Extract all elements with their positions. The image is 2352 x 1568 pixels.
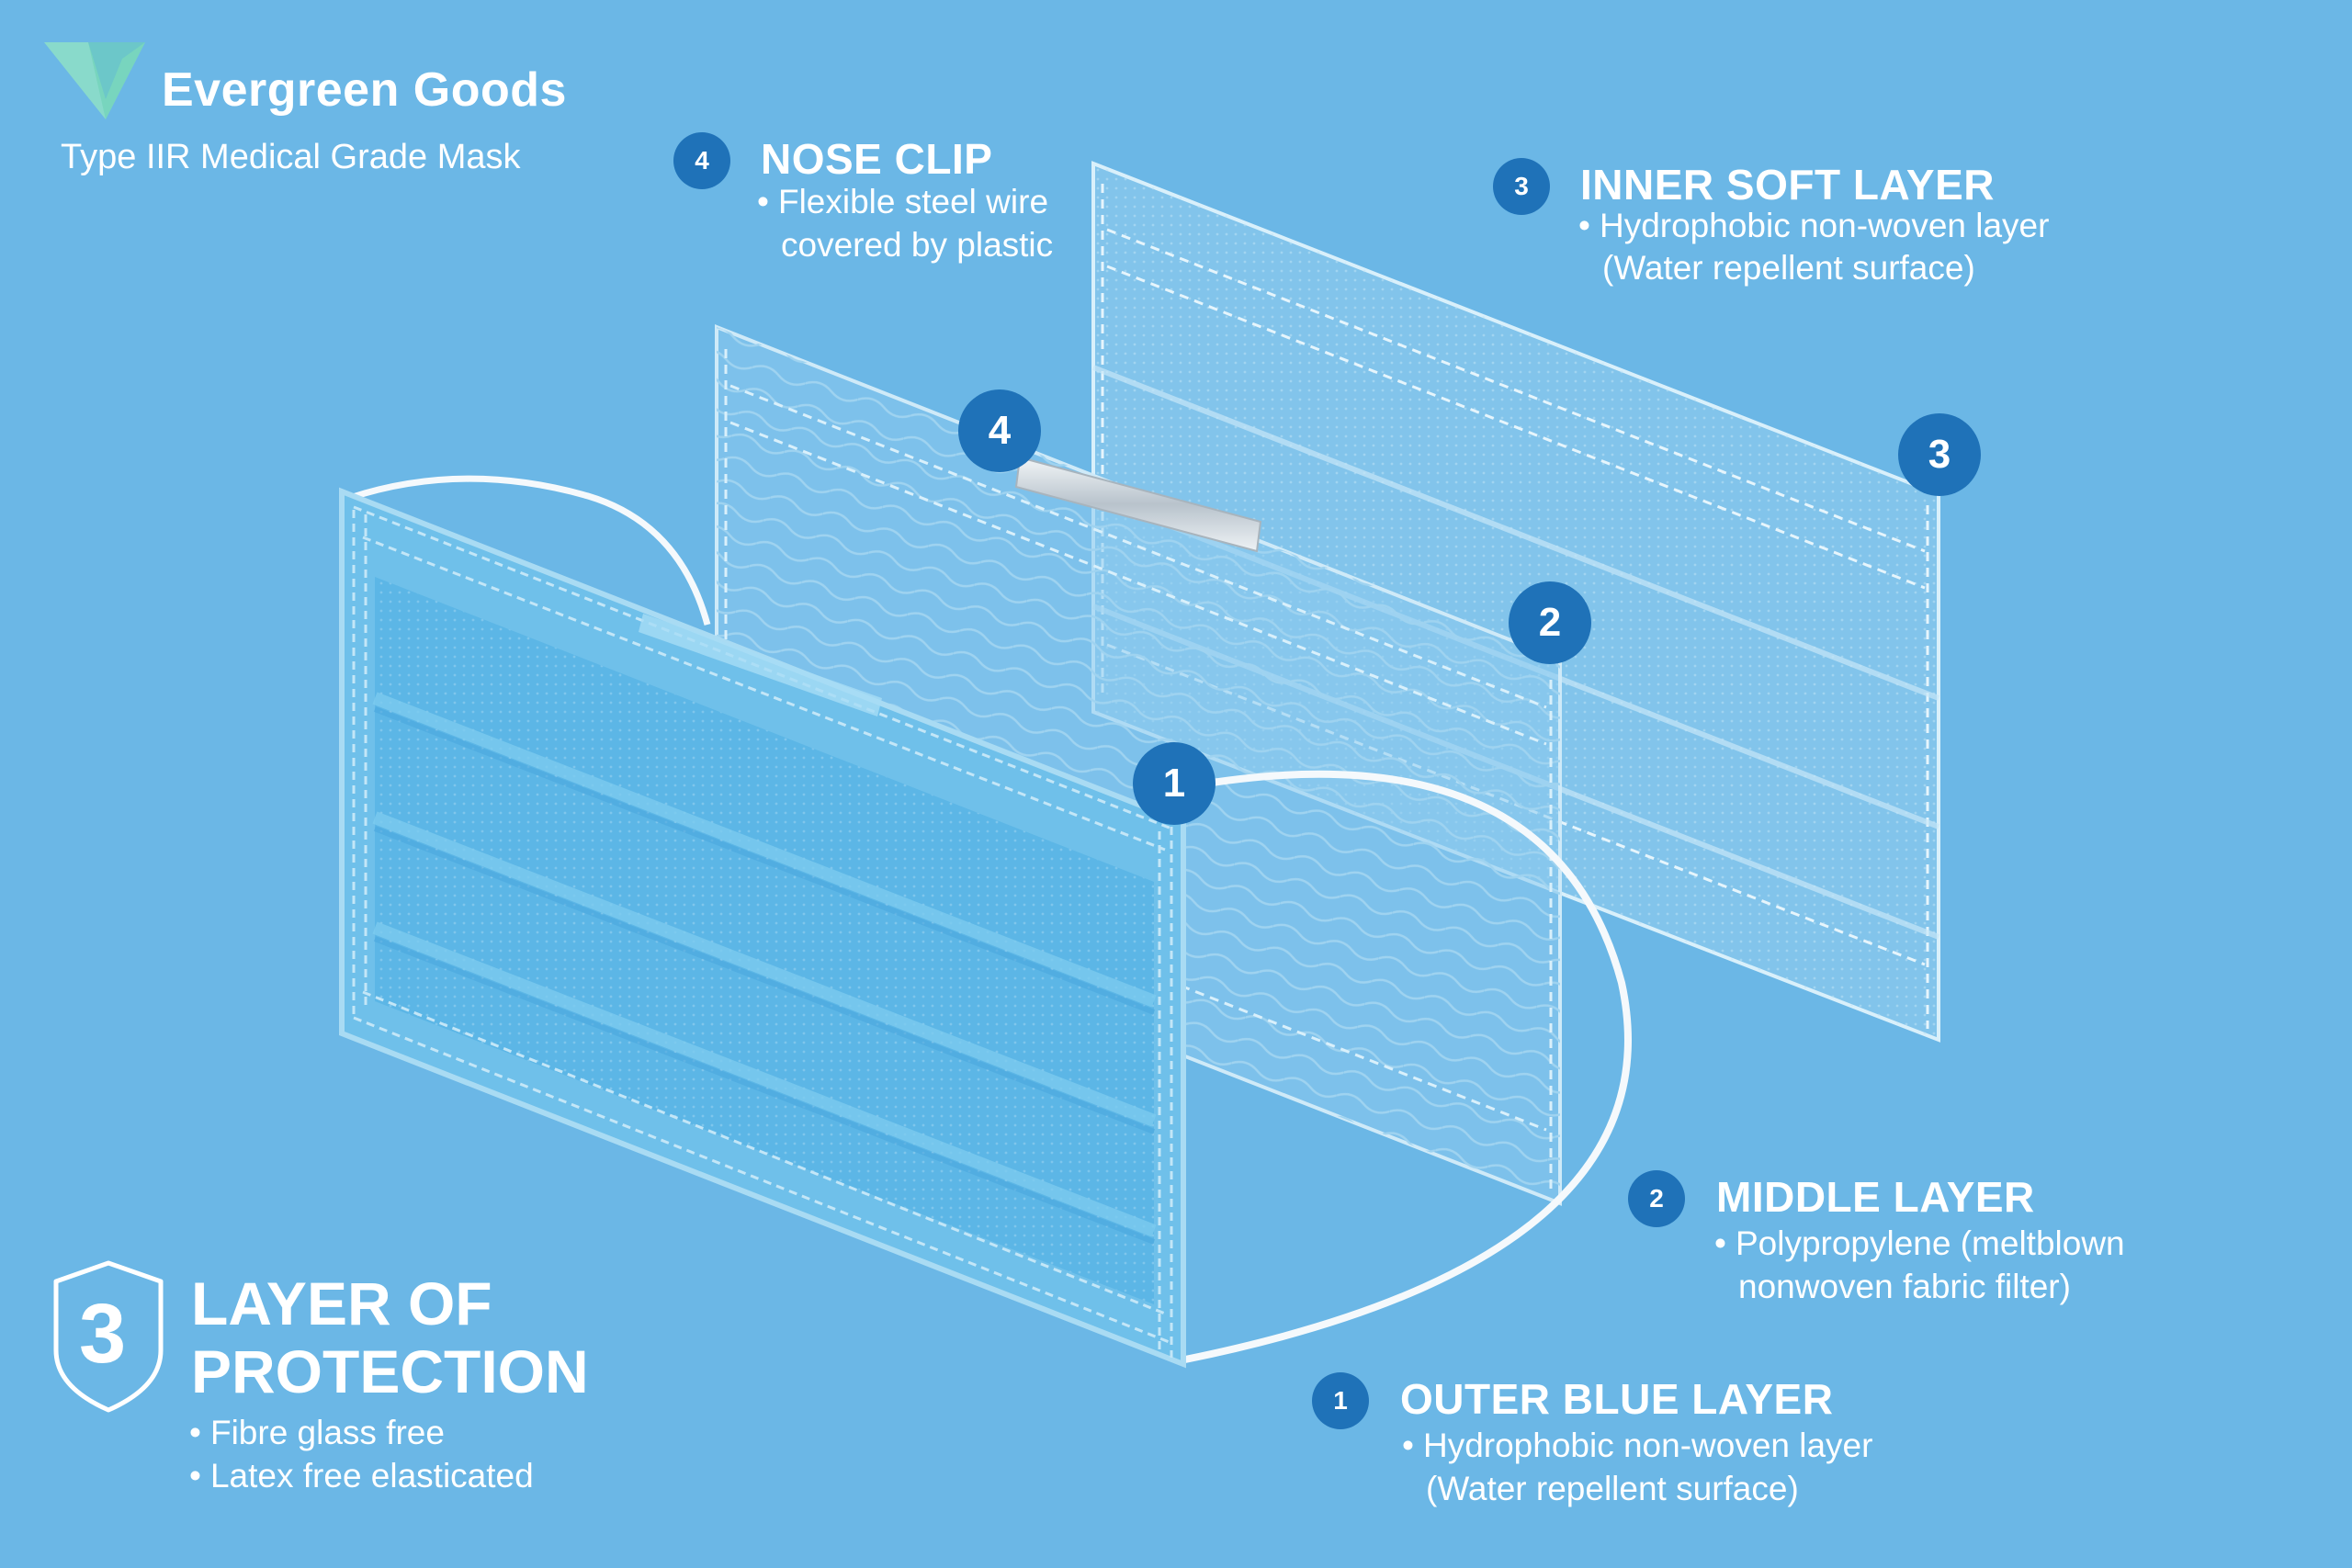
outer-layer-line-2: (Water repellent surface) [1426, 1470, 1799, 1507]
protection-bullet-1: Fibre glass free [189, 1411, 445, 1454]
inner-layer-number-badge: 3 [1493, 158, 1550, 215]
marker-nose-clip: 4 [958, 389, 1041, 472]
protection-title-line-2: PROTECTION [191, 1337, 589, 1405]
inner-layer-line-1: Hydrophobic non-woven layer [1578, 204, 2050, 247]
middle-layer-title: MIDDLE LAYER [1716, 1173, 2035, 1221]
nose-clip-line-1: Flexible steel wire [757, 180, 1048, 223]
nose-clip-line-2: covered by plastic [781, 226, 1054, 264]
marker-outer-layer: 1 [1133, 742, 1216, 825]
logo-mark [44, 42, 145, 119]
nose-clip-title: NOSE CLIP [761, 135, 993, 183]
brand-name: Evergreen Goods [162, 63, 567, 117]
inner-layer-title: INNER SOFT LAYER [1580, 161, 1996, 209]
shield-icon [53, 1260, 164, 1413]
outer-blue-layer [339, 487, 1186, 1369]
outer-layer-title: OUTER BLUE LAYER [1400, 1375, 1834, 1423]
brand-subtitle: Type IIR Medical Grade Mask [61, 138, 521, 176]
protection-count: 3 [79, 1287, 127, 1381]
ear-loop-front [1184, 770, 1632, 1363]
marker-inner-layer: 3 [1898, 413, 1981, 496]
protection-bullet-2: Latex free elasticated [189, 1454, 534, 1497]
ear-loop-back [340, 475, 711, 626]
outer-layer-line-1: Hydrophobic non-woven layer [1402, 1424, 1873, 1467]
protection-title-line-1: LAYER OF [191, 1269, 492, 1337]
nose-clip [1014, 456, 1262, 553]
middle-layer-line-2: nonwoven fabric filter) [1738, 1268, 2071, 1305]
outer-layer-number-badge: 1 [1312, 1372, 1369, 1429]
nose-clip-number-badge: 4 [673, 132, 730, 189]
middle-layer-line-1: Polypropylene (meltblown [1714, 1222, 2125, 1265]
marker-middle-layer: 2 [1509, 581, 1591, 664]
inner-layer-line-2: (Water repellent surface) [1602, 249, 1975, 287]
middle-layer-number-badge: 2 [1628, 1170, 1685, 1227]
